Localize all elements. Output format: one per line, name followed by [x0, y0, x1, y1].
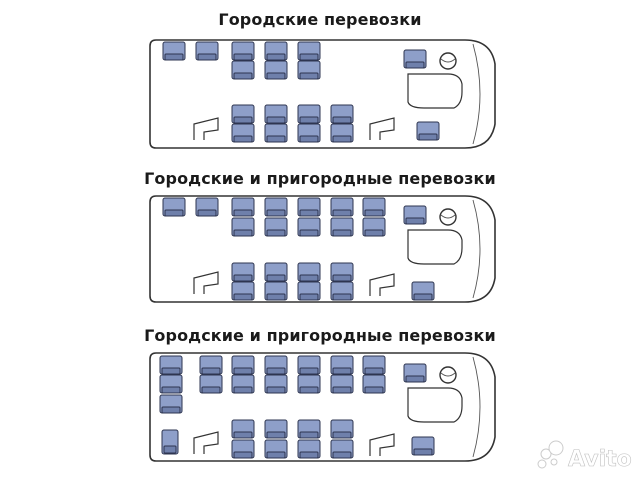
- passenger-seat: [162, 41, 186, 61]
- passenger-seat: [330, 197, 354, 217]
- passenger-seat: [162, 197, 186, 217]
- wheel-arch: [369, 117, 395, 140]
- passenger-seat: [231, 104, 255, 124]
- layout-2-plan: [149, 195, 496, 303]
- engine-hood: [407, 229, 463, 265]
- passenger-seat: [231, 123, 255, 143]
- passenger-seat: [264, 355, 288, 375]
- passenger-seat: [161, 429, 179, 455]
- passenger-seat: [362, 355, 386, 375]
- passenger-seat: [264, 419, 288, 439]
- steering-wheel-icon: [439, 366, 457, 384]
- passenger-seat: [403, 49, 427, 69]
- passenger-seat: [297, 217, 321, 237]
- passenger-seat: [330, 217, 354, 237]
- passenger-seat: [231, 41, 255, 61]
- passenger-seat: [330, 439, 354, 459]
- layout-3-plan: [149, 352, 496, 462]
- windshield-line: [472, 43, 481, 145]
- wheel-arch: [193, 117, 219, 140]
- passenger-seat: [297, 41, 321, 61]
- passenger-seat: [264, 374, 288, 394]
- passenger-seat: [159, 355, 183, 375]
- steering-wheel-icon: [439, 208, 457, 226]
- passenger-seat: [231, 281, 255, 301]
- passenger-seat: [195, 197, 219, 217]
- passenger-seat: [264, 197, 288, 217]
- passenger-seat: [264, 104, 288, 124]
- passenger-seat: [411, 436, 435, 456]
- passenger-seat: [330, 104, 354, 124]
- passenger-seat: [411, 281, 435, 301]
- passenger-seat: [264, 41, 288, 61]
- passenger-seat: [297, 262, 321, 282]
- passenger-seat: [264, 262, 288, 282]
- avito-watermark: Avito: [537, 440, 632, 472]
- wheel-arch: [193, 271, 219, 294]
- watermark-text: Avito: [568, 447, 632, 472]
- passenger-seat: [231, 374, 255, 394]
- wheel-arch: [193, 431, 219, 454]
- layout-3-title: Городские и пригородные перевозки: [144, 326, 496, 345]
- passenger-seat: [264, 281, 288, 301]
- passenger-seat: [330, 262, 354, 282]
- wheel-arch: [369, 433, 395, 456]
- passenger-seat: [199, 374, 223, 394]
- passenger-seat: [297, 281, 321, 301]
- passenger-seat: [297, 123, 321, 143]
- passenger-seat: [199, 355, 223, 375]
- passenger-seat: [231, 355, 255, 375]
- passenger-seat: [195, 41, 219, 61]
- passenger-seat: [231, 419, 255, 439]
- passenger-seat: [297, 439, 321, 459]
- passenger-seat: [330, 374, 354, 394]
- passenger-seat: [231, 217, 255, 237]
- passenger-seat: [297, 60, 321, 80]
- passenger-seat: [264, 60, 288, 80]
- passenger-seat: [159, 394, 183, 414]
- passenger-seat: [330, 281, 354, 301]
- passenger-seat: [297, 374, 321, 394]
- wheel-arch: [369, 273, 395, 296]
- steering-wheel-icon: [439, 52, 457, 70]
- windshield-line: [472, 356, 481, 458]
- passenger-seat: [403, 363, 427, 383]
- passenger-seat: [231, 197, 255, 217]
- layout-2-title: Городские и пригородные перевозки: [144, 169, 496, 188]
- passenger-seat: [403, 205, 427, 225]
- passenger-seat: [264, 439, 288, 459]
- passenger-seat: [297, 104, 321, 124]
- engine-hood: [407, 387, 463, 423]
- passenger-seat: [297, 355, 321, 375]
- passenger-seat: [330, 355, 354, 375]
- passenger-seat: [330, 123, 354, 143]
- layout-1-title: Городские перевозки: [218, 10, 422, 29]
- passenger-seat: [297, 419, 321, 439]
- passenger-seat: [264, 217, 288, 237]
- passenger-seat: [297, 197, 321, 217]
- passenger-seat: [231, 262, 255, 282]
- layout-1-plan: [149, 39, 496, 149]
- passenger-seat: [231, 60, 255, 80]
- passenger-seat: [362, 217, 386, 237]
- passenger-seat: [159, 374, 183, 394]
- windshield-line: [472, 199, 481, 299]
- passenger-seat: [416, 121, 440, 141]
- passenger-seat: [330, 419, 354, 439]
- passenger-seat: [362, 197, 386, 217]
- engine-hood: [407, 73, 463, 109]
- passenger-seat: [231, 439, 255, 459]
- passenger-seat: [264, 123, 288, 143]
- passenger-seat: [362, 374, 386, 394]
